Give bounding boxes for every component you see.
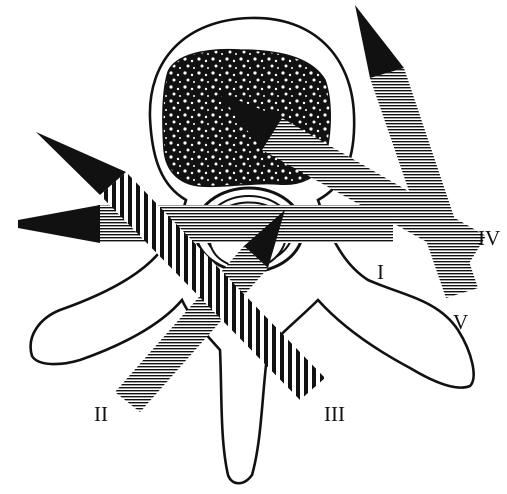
label-path-iv: IV <box>478 226 500 250</box>
label-path-iii: III <box>324 402 345 426</box>
label-path-ii: II <box>94 402 108 426</box>
label-path-i: I <box>377 260 384 284</box>
needle-path-i-tip <box>18 205 100 243</box>
needle-path-v <box>355 5 478 298</box>
needle-path-v-tip <box>355 5 404 78</box>
needle-path-i <box>18 205 393 243</box>
label-path-v: V <box>453 310 468 334</box>
